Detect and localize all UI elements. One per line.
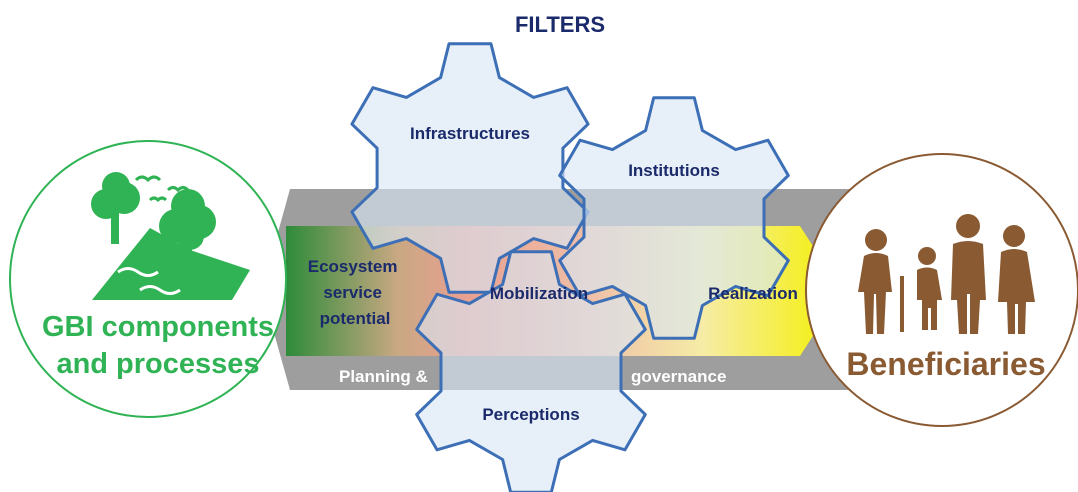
band-label-governance: governance — [631, 367, 726, 386]
diagram-title: FILTERS — [515, 12, 605, 37]
gbi-label-line2: and processes — [56, 348, 259, 380]
beneficiaries-circle: Beneficiaries — [805, 153, 1078, 427]
gear-infrastructures — [350, 42, 590, 294]
gbi-label-line1: GBI components — [42, 311, 274, 343]
gear-institutions — [558, 96, 790, 340]
gear-label-infrastructures: Infrastructures — [410, 124, 530, 143]
park-trees-river-birds-icon — [91, 172, 250, 300]
family-people-icon — [858, 214, 1035, 334]
beneficiaries-label: Beneficiaries — [846, 346, 1045, 382]
gbi-circle: GBI components and processes — [9, 140, 287, 418]
stage-label-realization: Realization — [708, 284, 798, 303]
gear-label-institutions: Institutions — [628, 161, 720, 180]
band-label-planning: Planning & — [339, 367, 428, 386]
gear-label-perceptions: Perceptions — [482, 405, 579, 424]
stage-label-mobilization: Mobilization — [490, 284, 588, 303]
gear-perceptions — [415, 250, 647, 492]
stage-label-ecosystem: Ecosystem service potential — [308, 257, 403, 328]
